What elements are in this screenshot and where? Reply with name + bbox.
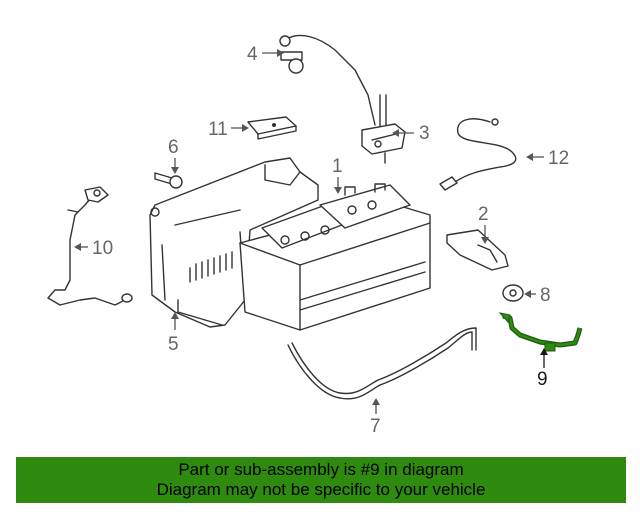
info-banner: Part or sub-assembly is #9 in diagram Di… [16, 457, 626, 503]
part-8-nut [502, 284, 524, 302]
part-1-battery [239, 183, 431, 331]
svg-text:9: 9 [537, 369, 548, 390]
svg-text:5: 5 [168, 334, 179, 355]
svg-text:3: 3 [419, 123, 430, 144]
callout-9: 9 [537, 348, 548, 390]
svg-text:6: 6 [168, 137, 179, 158]
svg-text:10: 10 [92, 238, 113, 259]
part-9-cable-highlight [498, 312, 583, 352]
banner-line-2: Diagram may not be specific to your vehi… [156, 480, 486, 499]
banner-line-1: Part or sub-assembly is #9 in diagram [178, 460, 464, 479]
svg-text:11: 11 [208, 119, 228, 140]
part-12-cable [439, 118, 517, 191]
callout-7: 7 [370, 398, 381, 437]
callout-12: 12 [526, 148, 569, 169]
parts-diagram: 4 3 12 11 6 [47, 34, 583, 437]
svg-text:7: 7 [370, 416, 381, 437]
callout-1: 1 [332, 156, 343, 194]
part-4-bolt [279, 34, 376, 126]
svg-text:12: 12 [548, 148, 569, 169]
callout-4: 4 [247, 44, 284, 65]
callout-8: 8 [524, 285, 551, 306]
callout-3: 3 [392, 123, 430, 144]
callout-2: 2 [478, 204, 489, 244]
part-3-clamp [361, 94, 406, 164]
callout-11: 11 [208, 119, 249, 140]
svg-text:2: 2 [478, 204, 489, 225]
part-10-cable [47, 186, 133, 306]
callout-5: 5 [168, 312, 179, 355]
svg-text:1: 1 [332, 156, 343, 177]
part-7-tube [287, 327, 477, 400]
callout-10: 10 [74, 238, 113, 259]
part-11-bracket [247, 116, 297, 140]
part-6-bolt [154, 172, 183, 189]
callout-6: 6 [168, 137, 179, 174]
tray-vents [189, 251, 233, 283]
part-2-cover [446, 229, 509, 271]
svg-text:8: 8 [540, 285, 551, 306]
svg-text:4: 4 [247, 44, 258, 65]
